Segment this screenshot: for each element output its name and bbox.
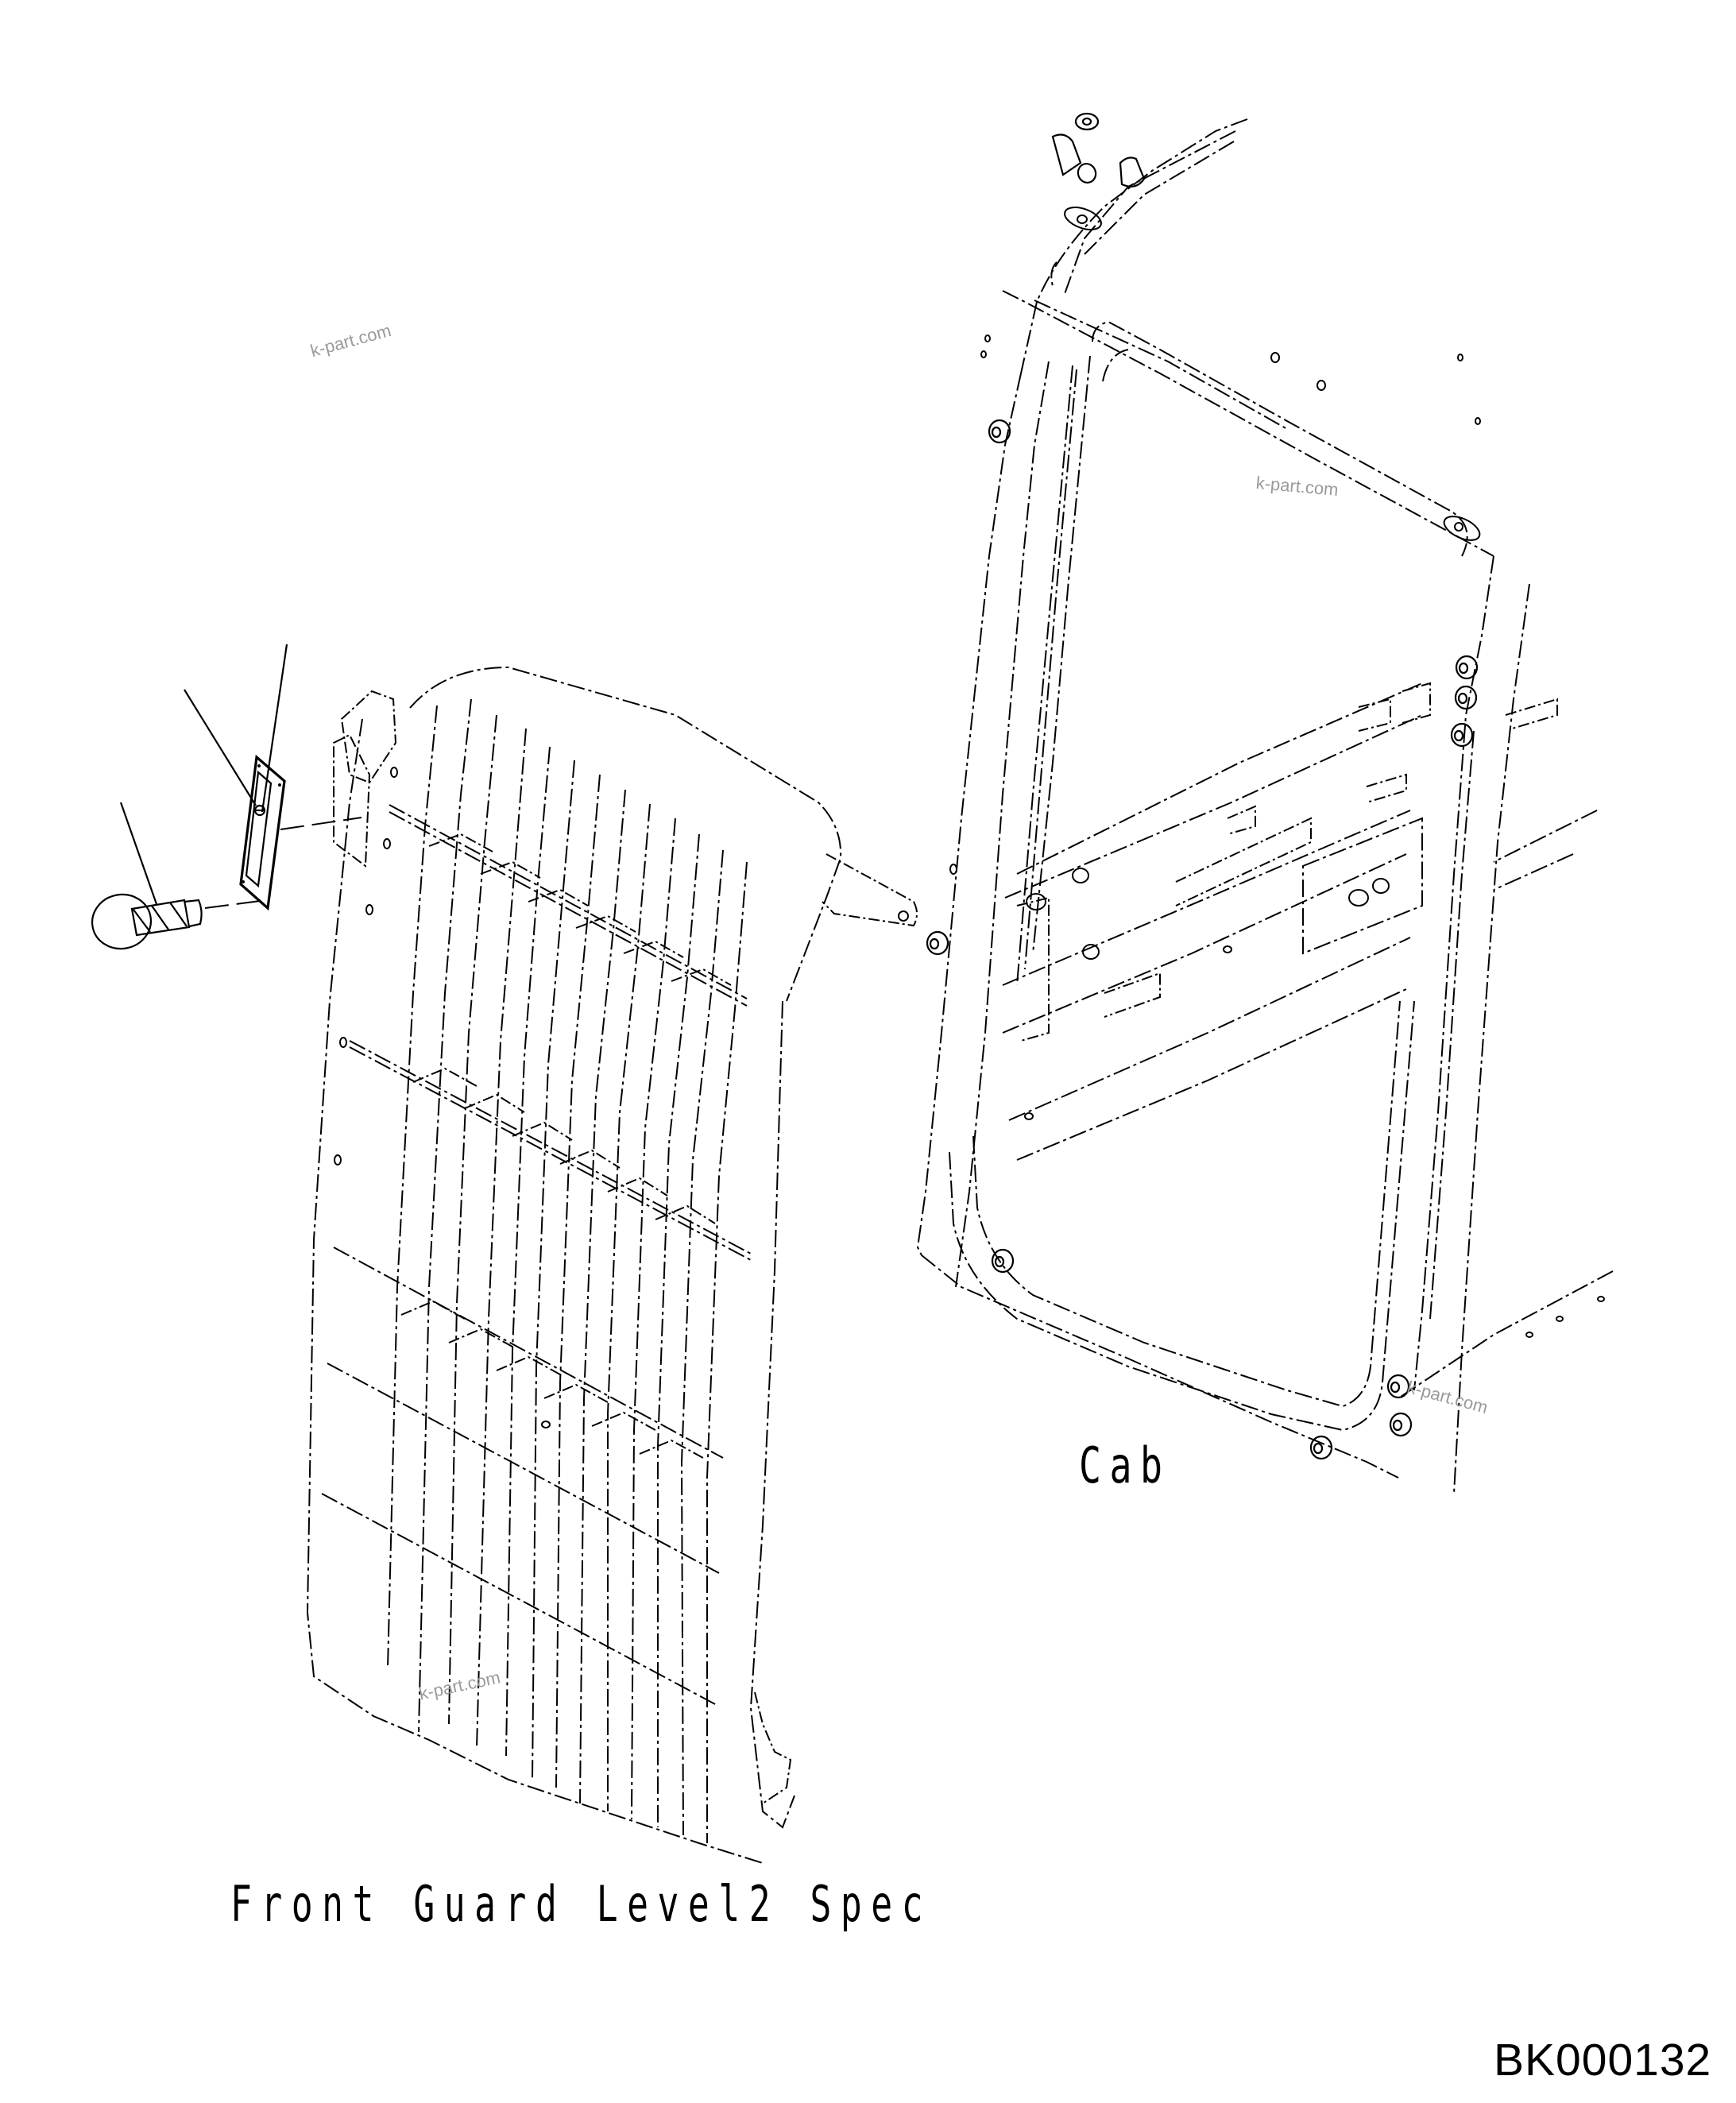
callout-leaders xyxy=(119,644,288,905)
bolt-icon xyxy=(91,893,203,950)
guard-vertical-bars xyxy=(387,698,748,1843)
leader-screw xyxy=(184,689,257,806)
drawing-id: BK000132 xyxy=(1494,2035,1712,2086)
cab-label: Cab xyxy=(1079,1436,1171,1494)
front-guard-label: Front Guard Level2 Spec xyxy=(230,1875,933,1933)
cab-bosses xyxy=(926,419,1479,1460)
guard-cross-bars xyxy=(321,804,752,1705)
leader-plate xyxy=(261,644,288,813)
front-guard-drawing xyxy=(306,666,918,1864)
reflector-plate-icon xyxy=(239,754,286,911)
guard-louvers xyxy=(400,833,732,1459)
leader-bolt xyxy=(119,802,158,905)
assembly-lines xyxy=(204,817,362,909)
cab-drawing xyxy=(916,112,1614,1494)
